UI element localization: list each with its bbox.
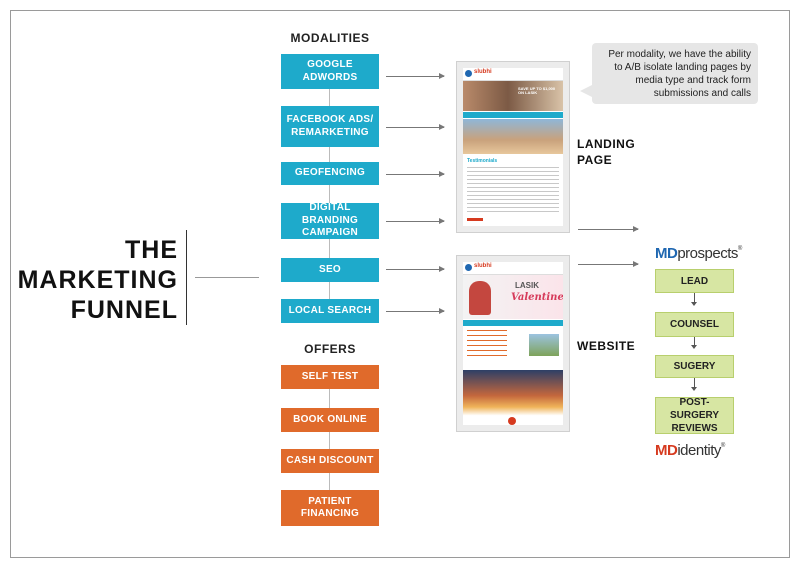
arrow-facebook: [386, 124, 445, 130]
mdprospects-logo: MDprospects®: [655, 246, 742, 261]
website-hero-text-1: LASIK: [515, 281, 539, 290]
website-hero-person: [469, 281, 491, 315]
website-scroll-button: [508, 417, 516, 425]
mdidentity-logo: MDidentity®: [655, 443, 725, 458]
website-hero: LASIK Valentine: [463, 275, 563, 319]
modality-seo: SEO: [281, 258, 379, 282]
stage-post-surgery-reviews: POST-SURGERY REVIEWS: [655, 397, 734, 434]
title-line-3: FUNNEL: [70, 296, 178, 324]
website-screenshot: slubhi LASIK Valentine: [456, 255, 570, 432]
mdprospects-logo-md: MD: [655, 245, 678, 262]
arrow-landing-to-funnel: [578, 226, 639, 232]
offer-self-test: SELF TEST: [281, 365, 379, 389]
landing-body-text: [467, 167, 559, 213]
offers-heading: OFFERS: [304, 342, 356, 356]
title-line-1: THE: [125, 236, 178, 264]
website-logo-icon: [465, 264, 472, 271]
callout-note: Per modality, we have the ability to A/B…: [580, 43, 758, 104]
website-skyline: [463, 370, 563, 425]
arrow-geofencing: [386, 171, 445, 177]
arrow-local-search: [386, 308, 445, 314]
title-divider: [186, 230, 187, 325]
stage-arrow-2: [691, 345, 697, 349]
website-label: WEBSITE: [577, 339, 636, 353]
arrow-seo: [386, 266, 445, 272]
landing-logo-icon: [465, 70, 472, 77]
landing-hero-image: SAVE UP TO $1,000 ON LASIK: [463, 81, 563, 111]
stage-connector-2: [694, 337, 695, 346]
offer-book-online: BOOK ONLINE: [281, 408, 379, 432]
website-hero-text-2: Valentine: [511, 292, 563, 303]
landing-page-screenshot: slubhi SAVE UP TO $1,000 ON LASIK Testim…: [456, 61, 570, 233]
website-logo-text: slubhi: [474, 263, 492, 269]
arrow-adwords: [386, 73, 445, 79]
stage-sugery: SUGERY: [655, 355, 734, 378]
offers-connector: [329, 378, 330, 498]
stage-arrow-3: [691, 387, 697, 391]
diagram-frame: [10, 10, 790, 558]
modality-facebook-ads: FACEBOOK ADS/ REMARKETING: [281, 106, 379, 147]
modality-google-adwords: GOOGLE ADWORDS: [281, 54, 379, 89]
offer-cash-discount: CASH DISCOUNT: [281, 449, 379, 473]
arrow-website-to-funnel: [578, 261, 639, 267]
stage-arrow-1: [691, 302, 697, 306]
modality-digital-branding: DIGITAL BRANDING CAMPAIGN: [281, 202, 379, 239]
title-connector: [195, 277, 259, 278]
landing-section-title: Testimonials: [467, 158, 498, 164]
landing-logo-text: slubhi: [474, 69, 492, 75]
mdprospects-logo-mark: ®: [737, 246, 742, 252]
website-promo-photo: [529, 334, 559, 356]
modalities-connector: [329, 88, 330, 300]
website-promo-text: [467, 330, 507, 360]
stage-lead: LEAD: [655, 269, 734, 293]
landing-cta: [467, 218, 483, 221]
landing-banner: [463, 112, 563, 118]
stage-counsel: COUNSEL: [655, 312, 734, 337]
landing-page-label: LANDING PAGE: [577, 137, 636, 168]
mdprospects-logo-text: prospects: [677, 245, 738, 262]
arrow-branding: [386, 218, 445, 224]
landing-photo: [463, 119, 563, 154]
mdidentity-logo-mark: ®: [720, 443, 725, 449]
stage-connector-1: [694, 293, 695, 304]
website-banner: [463, 320, 563, 326]
mdidentity-logo-text: identity: [677, 442, 721, 459]
mdidentity-logo-md: MD: [655, 442, 678, 459]
stage-connector-3: [694, 378, 695, 389]
landing-hero-text: SAVE UP TO $1,000 ON LASIK: [518, 86, 556, 96]
modalities-heading: MODALITIES: [290, 31, 370, 45]
title-line-2: MARKETING: [17, 266, 178, 294]
modality-local-search: LOCAL SEARCH: [281, 299, 379, 323]
modality-geofencing: GEOFENCING: [281, 162, 379, 185]
offer-patient-financing: PATIENT FINANCING: [281, 490, 379, 526]
